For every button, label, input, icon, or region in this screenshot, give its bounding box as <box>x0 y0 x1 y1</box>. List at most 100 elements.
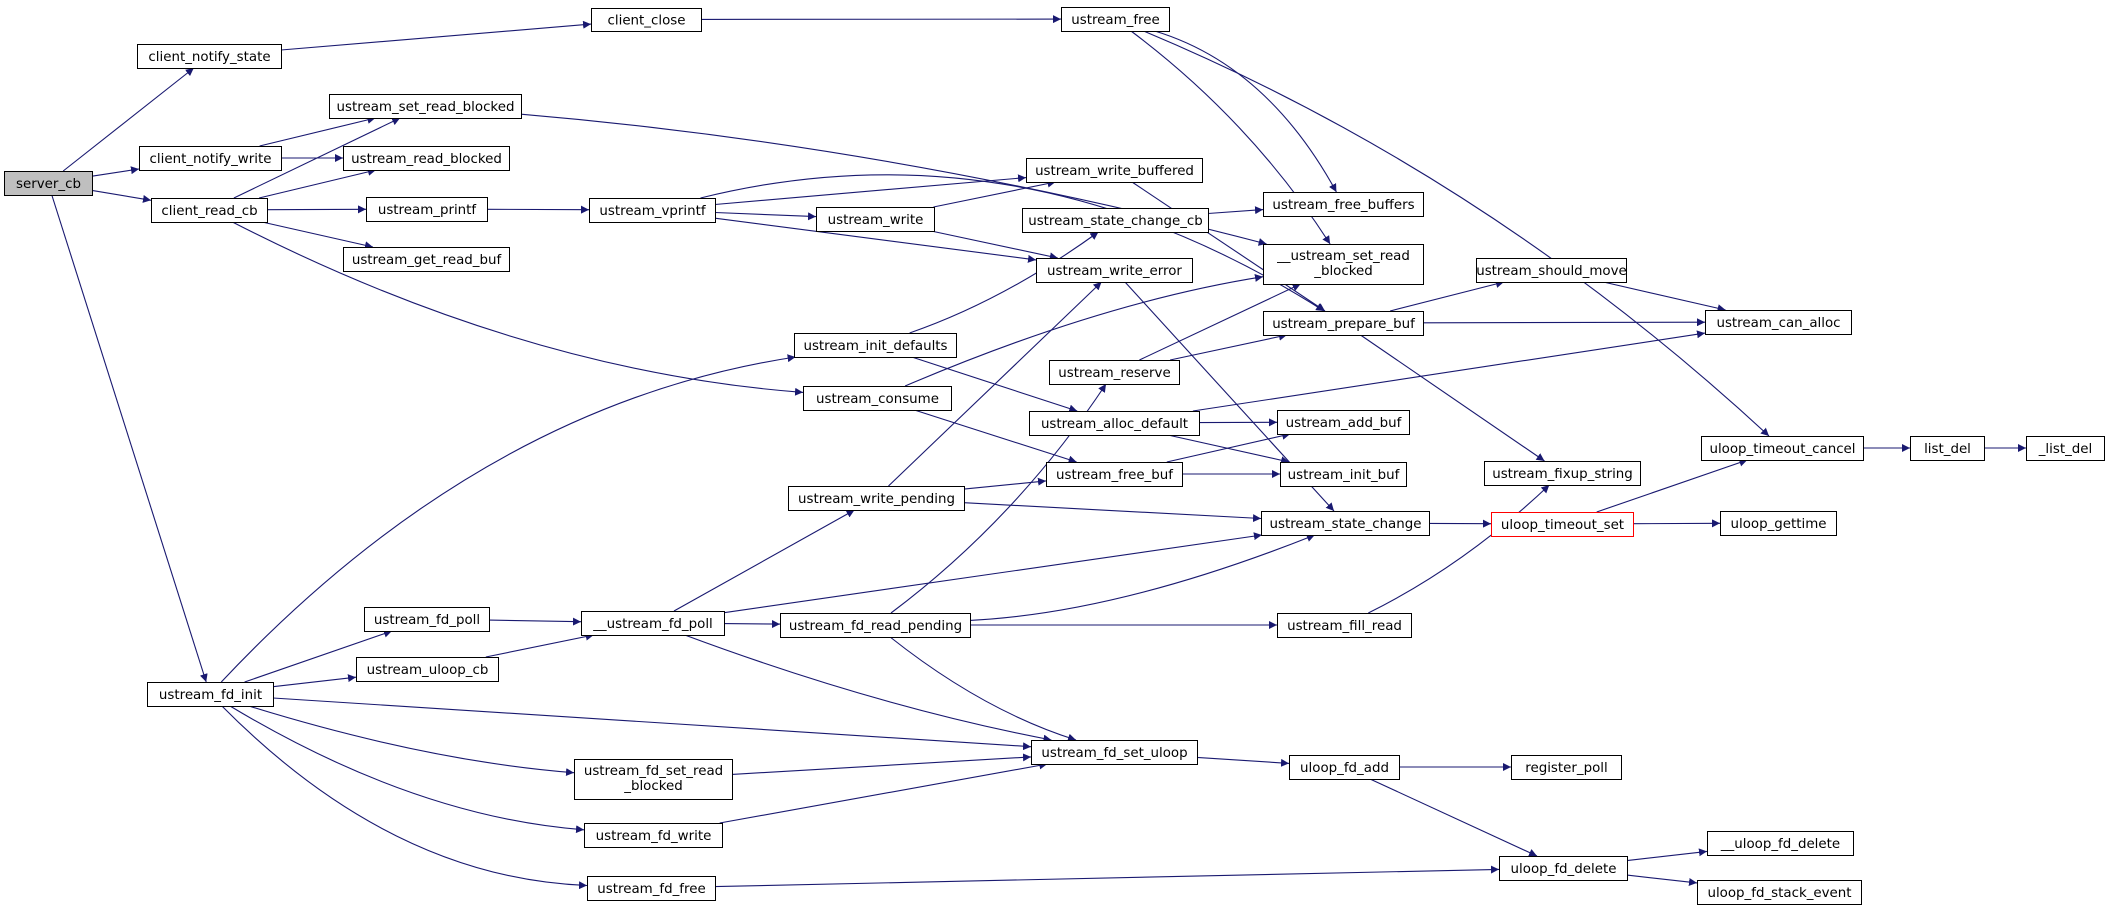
node-ustream_reserve[interactable]: ustream_reserve <box>1049 360 1180 385</box>
node-ustream_state_change[interactable]: ustream_state_change <box>1261 511 1430 536</box>
node-uloop_timeout_cancel[interactable]: uloop_timeout_cancel <box>1701 436 1864 461</box>
node-ustream_fd_poll[interactable]: ustream_fd_poll <box>364 607 490 632</box>
node-label-uloop_fd_add: uloop_fd_add <box>1300 761 1389 776</box>
node-label-__ustream_set_read_blocked-line2: _blocked <box>1313 264 1373 279</box>
node-ustream_write[interactable]: ustream_write <box>816 207 935 232</box>
node-__ustream_fd_poll[interactable]: __ustream_fd_poll <box>581 611 725 636</box>
node-ustream_should_move[interactable]: ustream_should_move <box>1476 258 1627 283</box>
node-label-server_cb: server_cb <box>16 177 81 192</box>
edge-server_cb-to-client_notify_write <box>91 166 140 177</box>
edge-ustream_fd_init-to-ustream_fd_set_uloop <box>272 697 1032 751</box>
node-box-ustream_fill_read <box>1277 613 1412 638</box>
edge-uloop_fd_delete-to-uloop_fd_stack_event <box>1626 874 1698 886</box>
node-ustream_printf[interactable]: ustream_printf <box>366 197 488 222</box>
node-box-list_del <box>1910 436 1985 461</box>
node-label-ustream_can_alloc: ustream_can_alloc <box>1716 316 1840 331</box>
node-label-ustream_fd_free: ustream_fd_free <box>597 882 705 897</box>
edge-ustream_prepare_buf-to-ustream_fixup_string <box>1360 334 1545 462</box>
node-ustream_add_buf[interactable]: ustream_add_buf <box>1277 410 1410 435</box>
edge-uloop_timeout_set-to-uloop_timeout_cancel <box>1596 458 1748 513</box>
node-client_notify_write[interactable]: client_notify_write <box>139 146 282 171</box>
node-ustream_state_change_cb[interactable]: ustream_state_change_cb <box>1022 208 1209 233</box>
node-ustream_write_pending[interactable]: ustream_write_pending <box>788 486 965 511</box>
node-client_read_cb[interactable]: client_read_cb <box>151 198 268 223</box>
node-ustream_fill_read[interactable]: ustream_fill_read <box>1277 613 1412 638</box>
node-label-ustream_uloop_cb: ustream_uloop_cb <box>367 663 489 678</box>
node-ustream_fixup_string[interactable]: ustream_fixup_string <box>1484 461 1641 486</box>
node-ustream_fd_set_read_blocked[interactable]: ustream_fd_set_read_blocked <box>574 759 733 800</box>
edge-__ustream_fd_poll-to-ustream_fd_set_uloop <box>684 634 1052 743</box>
node-ustream_free_buffers[interactable]: ustream_free_buffers <box>1263 192 1424 217</box>
node-ustream_set_read_blocked[interactable]: ustream_set_read_blocked <box>329 94 522 119</box>
node-register_poll[interactable]: register_poll <box>1511 755 1622 780</box>
node-label-ustream_free_buffers: ustream_free_buffers <box>1272 198 1414 213</box>
node-label-ustream_printf: ustream_printf <box>378 203 477 218</box>
node-box-register_poll <box>1511 755 1622 780</box>
node-ustream_fd_init[interactable]: ustream_fd_init <box>147 682 274 707</box>
node-ustream_free[interactable]: ustream_free <box>1061 7 1170 32</box>
node-uloop_fd_stack_event[interactable]: uloop_fd_stack_event <box>1697 880 1862 905</box>
edge-ustream_state_change_cb-to-ustream_free_buffers <box>1207 206 1264 215</box>
node-box-ustream_read_blocked <box>343 146 510 171</box>
node-box-ustream_prepare_buf <box>1263 311 1424 336</box>
node-_list_del[interactable]: _list_del <box>2026 436 2105 461</box>
node-__ustream_set_read_blocked[interactable]: __ustream_set_read_blocked <box>1263 244 1424 285</box>
node-ustream_fd_free[interactable]: ustream_fd_free <box>587 876 716 901</box>
node-box-ustream_free <box>1061 7 1170 32</box>
node-box-ustream_should_move <box>1476 258 1627 283</box>
node-box-ustream_fd_poll <box>364 607 490 632</box>
edge-ustream_alloc_default-to-ustream_can_alloc <box>1192 330 1706 412</box>
node-box-ustream_consume <box>803 386 952 411</box>
node-box-uloop_timeout_cancel <box>1701 436 1864 461</box>
node-ustream_init_buf[interactable]: ustream_init_buf <box>1280 462 1407 487</box>
node-ustream_fd_write[interactable]: ustream_fd_write <box>584 823 723 848</box>
node-label-ustream_vprintf: ustream_vprintf <box>599 204 705 219</box>
node-label-ustream_fd_set_read_blocked-line2: _blocked <box>623 779 683 794</box>
node-uloop_fd_delete[interactable]: uloop_fd_delete <box>1499 856 1628 881</box>
node-box-ustream_set_read_blocked <box>329 94 522 119</box>
node-ustream_alloc_default[interactable]: ustream_alloc_default <box>1029 411 1200 436</box>
node-box-ustream_add_buf <box>1277 410 1410 435</box>
node-ustream_prepare_buf[interactable]: ustream_prepare_buf <box>1263 311 1424 336</box>
node-box-uloop_gettime <box>1720 511 1837 536</box>
node-ustream_get_read_buf[interactable]: ustream_get_read_buf <box>343 247 510 272</box>
node-label-ustream_fd_write: ustream_fd_write <box>596 829 712 844</box>
node-label-__uloop_fd_delete: __uloop_fd_delete <box>1720 837 1840 852</box>
node-label-register_poll: register_poll <box>1525 761 1607 776</box>
node-ustream_free_buf[interactable]: ustream_free_buf <box>1046 462 1183 487</box>
node-client_notify_state[interactable]: client_notify_state <box>137 44 282 69</box>
node-ustream_can_alloc[interactable]: ustream_can_alloc <box>1705 310 1852 335</box>
node-label-ustream_fill_read: ustream_fill_read <box>1287 619 1402 634</box>
node-label-ustream_state_change_cb: ustream_state_change_cb <box>1028 214 1203 229</box>
node-uloop_timeout_set[interactable]: uloop_timeout_set <box>1491 512 1634 537</box>
node-label-list_del: list_del <box>1924 442 1971 457</box>
node-ustream_read_blocked[interactable]: ustream_read_blocked <box>343 146 510 171</box>
node-__uloop_fd_delete[interactable]: __uloop_fd_delete <box>1707 831 1854 856</box>
node-list_del[interactable]: list_del <box>1910 436 1985 461</box>
node-ustream_consume[interactable]: ustream_consume <box>803 386 952 411</box>
node-ustream_fd_read_pending[interactable]: ustream_fd_read_pending <box>780 613 971 638</box>
edge-ustream_write-to-ustream_write_buffered <box>933 179 1056 208</box>
edge-ustream_fd_poll-to-__ustream_fd_poll <box>488 617 582 626</box>
node-client_close[interactable]: client_close <box>591 8 702 32</box>
node-ustream_write_buffered[interactable]: ustream_write_buffered <box>1026 158 1203 183</box>
node-label-ustream_free: ustream_free <box>1071 13 1160 28</box>
node-box-ustream_fixup_string <box>1484 461 1641 486</box>
edge-ustream_fd_init-to-ustream_fd_set_read_blocked <box>248 705 575 777</box>
node-uloop_gettime[interactable]: uloop_gettime <box>1720 511 1837 536</box>
edge-ustream_init_defaults-to-ustream_state_change_cb <box>909 231 1099 334</box>
node-ustream_uloop_cb[interactable]: ustream_uloop_cb <box>356 657 499 682</box>
node-box-__ustream_set_read_blocked <box>1263 244 1424 285</box>
edge-ustream_fd_free-to-uloop_fd_delete <box>714 865 1500 888</box>
node-ustream_write_error[interactable]: ustream_write_error <box>1036 258 1193 283</box>
node-box-ustream_printf <box>366 197 488 222</box>
node-server_cb[interactable]: server_cb <box>4 171 93 196</box>
node-label-ustream_fd_read_pending: ustream_fd_read_pending <box>789 619 962 634</box>
node-ustream_init_defaults[interactable]: ustream_init_defaults <box>794 333 957 358</box>
node-ustream_fd_set_uloop[interactable]: ustream_fd_set_uloop <box>1031 740 1198 765</box>
edge-client_read_cb-to-ustream_read_blocked <box>258 167 377 199</box>
node-uloop_fd_add[interactable]: uloop_fd_add <box>1289 755 1400 780</box>
node-box-client_notify_state <box>137 44 282 69</box>
node-label-ustream_fd_set_read_blocked-line1: ustream_fd_set_read <box>584 764 723 779</box>
node-ustream_vprintf[interactable]: ustream_vprintf <box>589 198 716 223</box>
